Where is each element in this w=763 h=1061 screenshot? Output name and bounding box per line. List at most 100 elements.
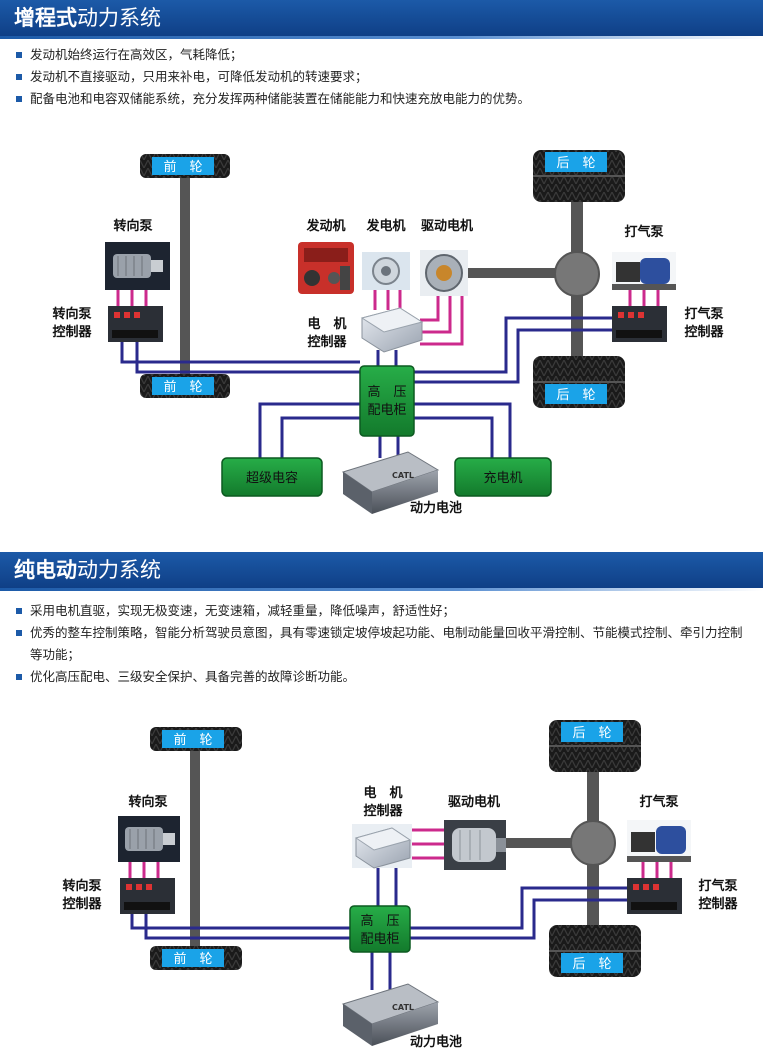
steering-pump-controller-label-1: 转向泵: [52, 306, 91, 322]
battery-image: CATL: [341, 983, 440, 1046]
section2-title: 纯电动动力系统: [14, 556, 161, 584]
rear-wheel-top-label: 后 轮: [572, 726, 611, 741]
steering-pump-controller-label-2: 控制器: [52, 324, 92, 340]
section1-title-bold: 增程式: [14, 6, 77, 30]
steering-pump-controller: [120, 878, 175, 914]
rear-differential: [554, 251, 600, 297]
rear-wheel-bottom: 后 轮: [533, 356, 625, 408]
air-pump-image: [627, 820, 691, 862]
battery-brand: CATL: [392, 471, 414, 480]
rear-wheel-bottom-label: 后 轮: [556, 388, 595, 403]
wire-air-ctrl-hv-1: [414, 316, 612, 374]
rear-wheel-top: 后 轮: [549, 720, 641, 772]
wire-steer-ctrl-hv-2: [135, 340, 360, 374]
hv-cabinet-label-1: 高 压: [360, 913, 399, 929]
section1-bullet: 发动机不直接驱动，只用来补电，可降低发动机的转速要求；: [16, 66, 751, 88]
air-pump-label: 打气泵: [624, 224, 663, 240]
section2-header: 纯电动动力系统: [0, 552, 763, 591]
motor-controller-label-2: 控制器: [307, 334, 347, 350]
section2-title-rest: 动力系统: [77, 558, 161, 582]
section1-bullet: 配备电池和电容双储能系统，充分发挥两种储能装置在储能能力和快速充放电能力的优势。: [16, 88, 751, 110]
air-pump-controller: [612, 306, 667, 342]
front-wheel-top-label: 前 轮: [173, 732, 212, 748]
section2-title-bold: 纯电动: [14, 558, 77, 582]
motor-controller-label-2: 控制器: [363, 803, 403, 819]
steering-pump-controller-label-1: 转向泵: [62, 878, 101, 894]
front-wheel-bottom: 前 轮: [150, 946, 242, 970]
drive-shaft: [505, 838, 590, 848]
section2-bullet: 优化高压配电、三级安全保护、具备完善的故障诊断功能。: [16, 666, 751, 688]
section1-header: 增程式动力系统: [0, 0, 763, 39]
wire-hv-cap-1: [258, 402, 360, 460]
wire-air-ctrl-hv-2: [410, 898, 627, 940]
air-pump-controller-label-2: 控制器: [698, 896, 738, 912]
engine-label: 发动机: [305, 218, 345, 234]
wire-air-ctrl-hv-1: [410, 886, 627, 930]
motor-controller-label-1: 电 机: [363, 785, 402, 801]
battery-label: 动力电池: [410, 500, 462, 516]
hv-cabinet: 高 压 配电柜: [349, 905, 411, 953]
drive-motor-image: [420, 250, 468, 296]
steering-pump-image: [118, 816, 180, 862]
battery-label: 动力电池: [410, 1034, 462, 1050]
rear-wheel-bottom: 后 轮: [549, 925, 641, 977]
front-axle: [190, 750, 200, 960]
section1-bullet: 发动机始终运行在高效区，气耗降低；: [16, 44, 751, 66]
charger-box: 充电机: [454, 457, 552, 497]
motor-controller-label-1: 电 机: [307, 316, 346, 332]
wire-hv-charger-2: [414, 416, 494, 460]
wire-hv-charger-1: [414, 402, 512, 460]
motor-controller-image: [360, 307, 424, 353]
generator-image: [362, 252, 410, 290]
wire-steer-ctrl-hv-1: [130, 912, 350, 930]
hv-cabinet-label-2: 配电柜: [360, 932, 399, 947]
section2-bullet: 优秀的整车控制策略，智能分析驾驶员意图，具有零速锁定坡停坡起功能、电制动能量回收…: [16, 622, 751, 666]
generator-label: 发电机: [365, 218, 405, 234]
drive-shaft: [460, 268, 575, 278]
wire-hv-cap-2: [280, 416, 360, 460]
wire-steer-ctrl-hv-2: [144, 912, 350, 940]
charger-label: 充电机: [483, 470, 522, 486]
wire-steer-ctrl-hv: [120, 340, 360, 364]
wire-motor-ctrl-2: [420, 296, 452, 334]
front-wheel-bottom-label: 前 轮: [173, 951, 212, 967]
front-axle: [180, 175, 190, 390]
front-wheel-top: 前 轮: [140, 154, 230, 178]
air-pump-controller: [627, 878, 682, 914]
wire-motor-ctrl-3: [420, 296, 464, 346]
section1-title: 增程式动力系统: [14, 4, 161, 32]
hv-cabinet-label-1: 高 压: [367, 384, 406, 400]
drive-motor-label: 驱动电机: [448, 794, 500, 810]
front-wheel-bottom: 前 轮: [140, 374, 230, 398]
air-pump-image: [612, 252, 676, 290]
rear-wheel-bottom-label: 后 轮: [572, 957, 611, 972]
rear-wheel-top: 后 轮: [533, 150, 625, 202]
steering-pump-label: 转向泵: [113, 218, 152, 234]
section1-bullets: 发动机始终运行在高效区，气耗降低； 发动机不直接驱动，只用来补电，可降低发动机的…: [16, 44, 751, 110]
drive-motor-image: [444, 820, 506, 870]
motor-controller-image: [352, 824, 412, 869]
air-pump-controller-label-1: 打气泵: [698, 878, 737, 894]
hv-cabinet-label-2: 配电柜: [367, 403, 406, 418]
supercapacitor-label: 超级电容: [246, 470, 298, 486]
section2-bullets: 采用电机直驱，实现无极变速，无变速箱，减轻重量，降低噪声，舒适性好； 优秀的整车…: [16, 600, 751, 688]
front-wheel-top-label: 前 轮: [163, 159, 202, 175]
wire-air-ctrl-hv-2: [414, 328, 612, 384]
air-pump-controller-label-1: 打气泵: [684, 306, 723, 322]
steering-pump-controller: [108, 306, 163, 342]
drive-motor-label: 驱动电机: [421, 218, 473, 234]
pure-electric-diagram: 前 轮 前 轮 后 轮 后 轮: [62, 720, 738, 1050]
range-extender-diagram: 前 轮 前 轮 后 轮 后 轮: [52, 150, 724, 516]
air-pump-controller-label-2: 控制器: [684, 324, 724, 340]
battery-image: CATL: [341, 451, 440, 514]
rear-wheel-top-label: 后 轮: [556, 156, 595, 171]
section1-title-rest: 动力系统: [77, 6, 161, 30]
steering-pump-controller-label-2: 控制器: [62, 896, 102, 912]
wire-motor-ctrl-1: [420, 296, 440, 322]
front-wheel-bottom-label: 前 轮: [163, 379, 202, 395]
supercapacitor-box: 超级电容: [221, 457, 323, 497]
rear-differential: [570, 820, 616, 866]
steering-pump-image: [105, 242, 170, 290]
engine-image: [298, 242, 354, 294]
section2-bullet: 采用电机直驱，实现无极变速，无变速箱，减轻重量，降低噪声，舒适性好；: [16, 600, 751, 622]
